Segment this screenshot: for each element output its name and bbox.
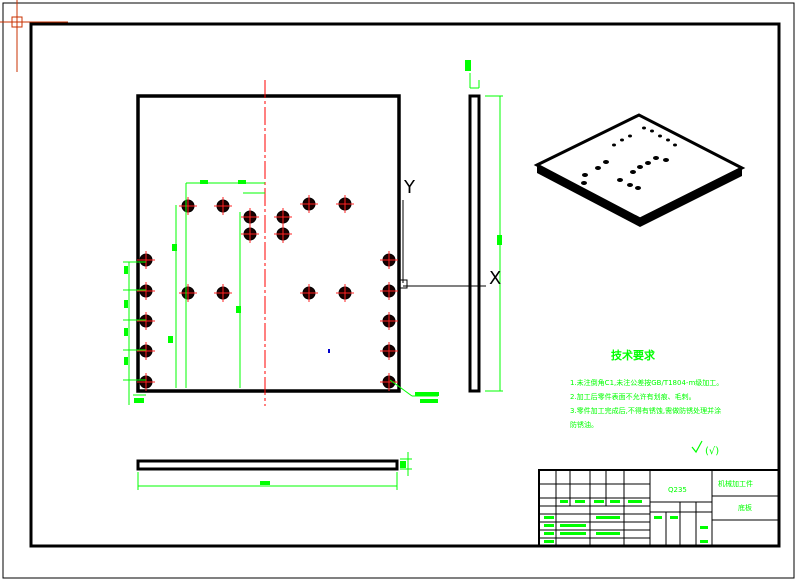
tech-req-line-4: 防锈油。	[570, 420, 598, 429]
bottom-plate-outline	[136, 459, 399, 471]
side-view-dimensions	[469, 73, 503, 392]
side-thickness-label	[465, 60, 471, 71]
roughness-symbol: (√)	[691, 440, 719, 457]
title-block-company: 机械加工件	[718, 479, 753, 488]
roughness-note: (√)	[705, 446, 719, 457]
ucs-axis-icon[interactable]: Y X	[398, 177, 501, 289]
title-block-fields	[544, 500, 708, 543]
ucs-x-label: X	[489, 268, 501, 289]
tech-req-line-3: 3.零件加工完成后,不得有锈蚀,需做防锈处理并涂	[570, 406, 721, 415]
drawing-frame	[29, 22, 781, 548]
technical-requirements[interactable]: 技术要求 1.未注倒角C1,未注公差按GB/T1804-m级加工。 2.加工后零…	[570, 348, 723, 429]
bottom-thickness-label	[400, 461, 406, 468]
plate-outline	[136, 94, 401, 393]
bottom-width-label	[260, 481, 270, 485]
blue-point	[328, 349, 330, 353]
title-block-drawing-no: 底板	[738, 503, 752, 512]
side-height-label	[497, 235, 502, 245]
tech-req-title: 技术要求	[611, 348, 656, 362]
front-view-dim-texts	[124, 180, 439, 403]
bottom-view-dimensions	[137, 452, 412, 490]
side-plate-outline	[468, 94, 481, 393]
side-view[interactable]	[465, 60, 503, 393]
tech-req-line-2: 2.加工后零件表面不允许有划痕、毛刺。	[570, 392, 696, 401]
isometric-view[interactable]	[533, 113, 746, 227]
front-view[interactable]	[123, 80, 439, 406]
ucs-y-label: Y	[403, 177, 416, 198]
tech-req-line-1: 1.未注倒角C1,未注公差按GB/T1804-m级加工。	[570, 378, 723, 387]
front-view-dimensions	[123, 182, 438, 405]
bottom-view[interactable]	[136, 452, 412, 490]
iso-holes	[581, 126, 677, 190]
crosshair-cursor-icon	[0, 0, 68, 72]
title-block[interactable]: Q235 机械加工件 底板	[538, 469, 780, 547]
hole-pattern	[137, 195, 398, 391]
title-block-material: Q235	[668, 486, 687, 494]
